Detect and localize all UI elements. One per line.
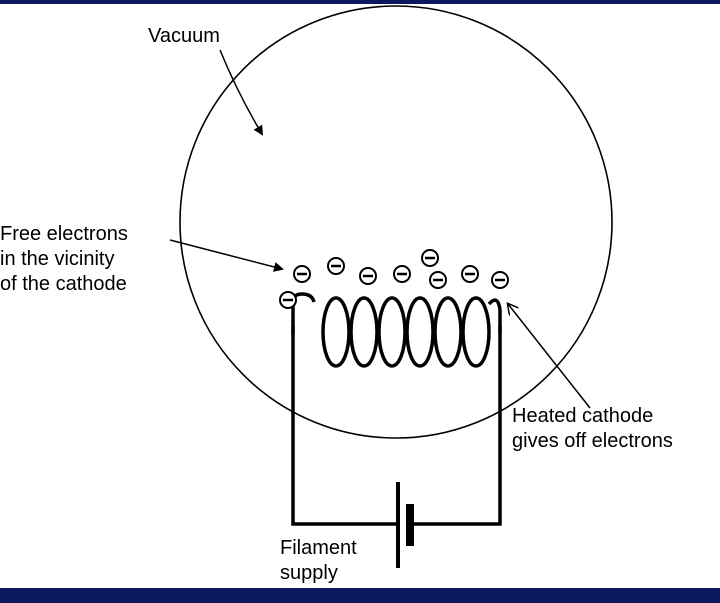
electron-icon [327,257,345,275]
electron-icon [279,291,297,309]
filament-supply-line-2: supply [280,562,338,584]
free-electrons-label: Free electrons in the vicinity of the ca… [0,222,128,297]
cathode-coil [291,292,502,368]
battery-icon [396,482,414,568]
electron-icon [461,265,479,283]
vacuum-arrow [219,49,264,136]
vacuum-envelope [179,5,613,439]
electron-icon [359,267,377,285]
diagram-canvas: Vacuum Free electrons in the vicinity of… [0,4,720,588]
filament-supply-label: Filament supply [280,536,357,586]
free-electrons-arrow [169,239,284,272]
heated-cathode-line-1: Heated cathode [512,405,654,427]
vacuum-label: Vacuum [148,25,220,47]
filament-circuit [291,326,502,526]
electron-icon [491,271,509,289]
free-electrons-line-1: Free electrons [0,223,128,245]
electron-icon [393,265,411,283]
free-electrons-line-2: in the vicinity [0,248,115,270]
heated-cathode-label: Heated cathode gives off electrons [512,404,673,454]
electron-icon [429,271,447,289]
free-electrons-line-3: of the cathode [0,273,127,295]
electron-icon [421,249,439,267]
heated-cathode-line-2: gives off electrons [512,430,673,452]
filament-supply-line-1: Filament [280,537,357,559]
vacuum-tube-diagram [169,5,613,568]
heated-cathode-arrow [508,304,591,409]
electron-cloud [279,249,509,309]
electron-icon [293,265,311,283]
